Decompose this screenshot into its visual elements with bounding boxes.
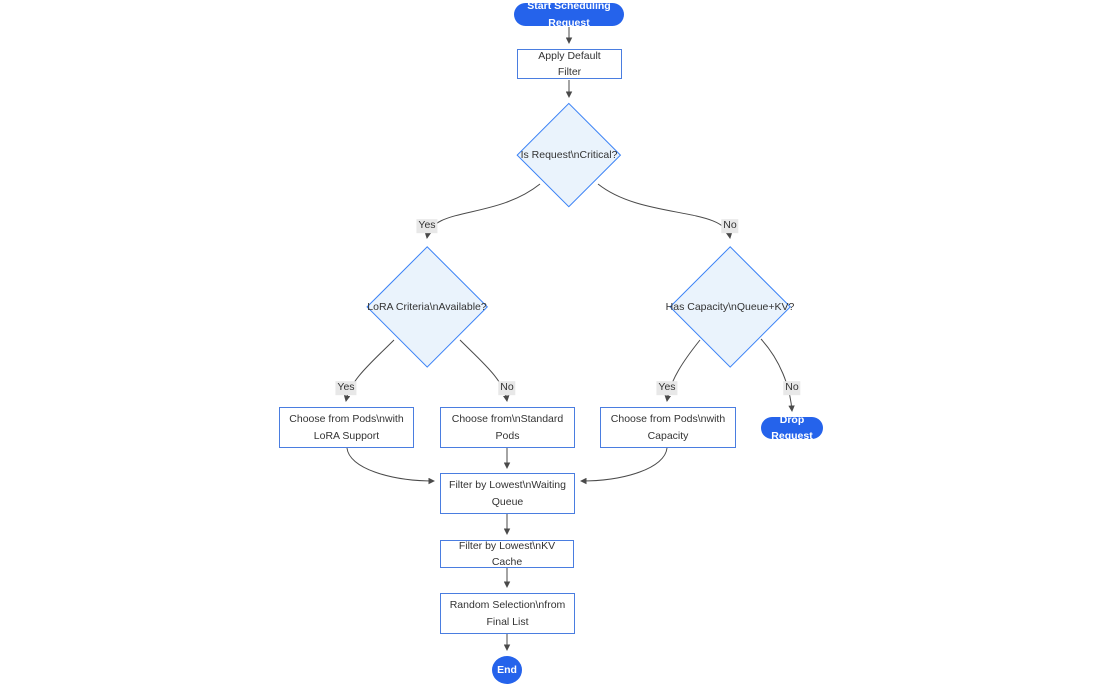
node-end[interactable]: End — [492, 656, 522, 684]
edge-choosecapacity-filterqueue — [580, 447, 668, 485]
node-has-capacity-label: Has Capacity\nQueue+KV? — [665, 300, 795, 313]
edge-lora-chooselora — [343, 339, 395, 402]
edge-label-capacity-yes: Yes — [656, 381, 678, 395]
node-filter-waiting-queue[interactable]: Filter by Lowest\nWaiting Queue — [440, 473, 575, 514]
node-choose-capacity-pods[interactable]: Choose from Pods\nwith Capacity — [600, 407, 736, 448]
edge-label-critical-no: No — [721, 219, 739, 233]
node-random-selection-label: Random Selection\nfrom Final List — [449, 599, 566, 628]
node-lora-criteria-available[interactable]: LoRA Criteria\nAvailable? — [365, 245, 489, 369]
edge-capacity-drop — [760, 338, 795, 412]
node-filter-waiting-queue-label: Filter by Lowest\nWaiting Queue — [449, 479, 566, 508]
edge-label-lora-yes: Yes — [335, 381, 357, 395]
edge-chooselora-filterqueue — [346, 447, 435, 485]
node-drop-request-label: Drop Request — [771, 413, 813, 442]
node-random-selection[interactable]: Random Selection\nfrom Final List — [440, 593, 575, 634]
node-start[interactable]: Start Scheduling Request — [514, 0, 624, 29]
node-has-capacity[interactable]: Has Capacity\nQueue+KV? — [666, 245, 794, 369]
node-apply-default-filter[interactable]: Apply Default Filter — [517, 49, 622, 79]
node-choose-standard-pods-label: Choose from\nStandard Pods — [451, 413, 564, 442]
node-choose-lora-pods[interactable]: Choose from Pods\nwith LoRA Support — [279, 407, 414, 448]
edge-lora-choosestandard — [459, 339, 510, 402]
node-is-request-critical[interactable]: Is Request\nCritical? — [516, 102, 622, 208]
node-apply-default-filter-label: Apply Default Filter — [538, 49, 601, 78]
node-is-request-critical-label: Is Request\nCritical? — [520, 148, 618, 161]
node-filter-kv-cache-label: Filter by Lowest\nKV Cache — [458, 539, 556, 568]
node-lora-criteria-available-label: LoRA Criteria\nAvailable? — [367, 300, 487, 313]
edge-label-capacity-no: No — [783, 381, 801, 395]
node-choose-capacity-pods-label: Choose from Pods\nwith Capacity — [610, 413, 726, 442]
node-choose-lora-pods-label: Choose from Pods\nwith LoRA Support — [289, 413, 404, 442]
node-filter-kv-cache[interactable]: Filter by Lowest\nKV Cache — [440, 540, 574, 568]
node-choose-standard-pods[interactable]: Choose from\nStandard Pods — [440, 407, 575, 448]
node-end-label: End — [497, 663, 517, 676]
edge-capacity-choosecapacity — [664, 339, 701, 402]
node-start-label: Start Scheduling Request — [527, 0, 611, 29]
edge-label-critical-yes: Yes — [416, 219, 438, 233]
edge-label-lora-no: No — [498, 381, 516, 395]
node-drop-request[interactable]: Drop Request — [761, 414, 823, 442]
